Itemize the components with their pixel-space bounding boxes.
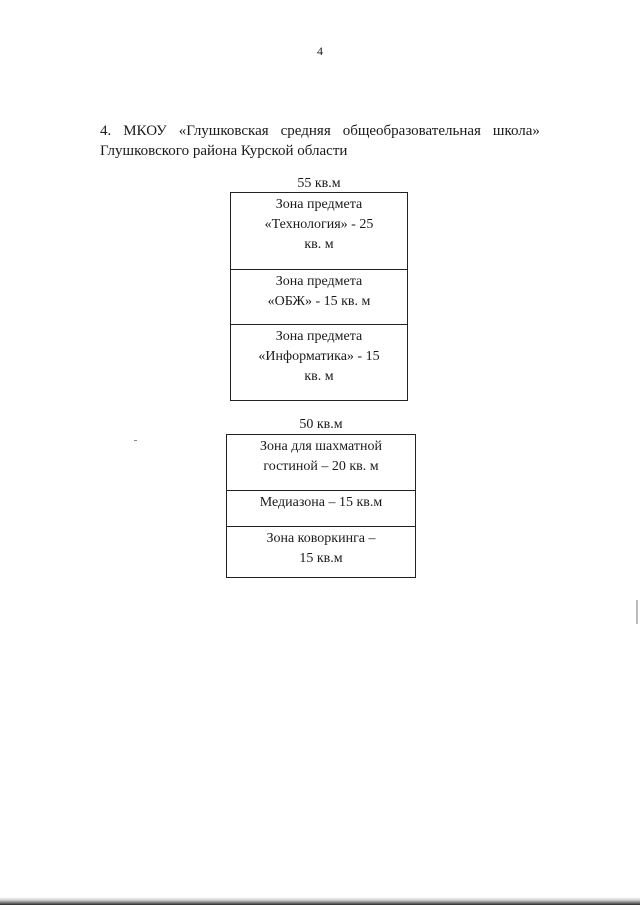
heading-line-1: 4. МКОУ «Глушковская средняя общеобразов…: [100, 121, 540, 141]
room1-zone-box: Зона предмета «Технология» - 25 кв. м Зо…: [230, 192, 408, 401]
heading-word: «Глушковская: [178, 123, 269, 139]
page-number: 4: [317, 44, 323, 58]
room2-zone-chess-lounge: Зона для шахматной гостиной – 20 кв. м: [260, 439, 382, 474]
scan-speck: [636, 600, 638, 624]
heading-word: общеобразовательная: [342, 123, 481, 139]
heading-line-2: Глушковского района Курской области: [100, 143, 348, 159]
document-heading: 4. МКОУ «Глушковская средняя общеобразов…: [100, 121, 540, 161]
room2-area-label: 50 кв.м: [299, 417, 343, 432]
room1-zone-obzh: Зона предмета «ОБЖ» - 15 кв. м: [231, 269, 407, 324]
heading-word: 4.: [100, 123, 112, 139]
room1-area-label: 55 кв.м: [297, 176, 341, 191]
room1-zone-technology: Зона предмета «Технология» - 25 кв. м: [264, 197, 374, 252]
room2-zone-coworking: Зона коворкинга – 15 кв.м: [227, 526, 415, 579]
heading-word: школа»: [492, 123, 540, 139]
heading-word: средняя: [280, 123, 331, 139]
room2-zone-box: Зона для шахматной гостиной – 20 кв. м М…: [226, 434, 416, 578]
heading-word: МКОУ: [123, 123, 167, 139]
scan-bottom-edge: [0, 897, 640, 905]
room2-zone-media: Медиазона – 15 кв.м: [227, 490, 415, 526]
scan-speck: [134, 440, 137, 441]
room1-zone-informatics: Зона предмета «Информатика» - 15 кв. м: [231, 324, 407, 402]
